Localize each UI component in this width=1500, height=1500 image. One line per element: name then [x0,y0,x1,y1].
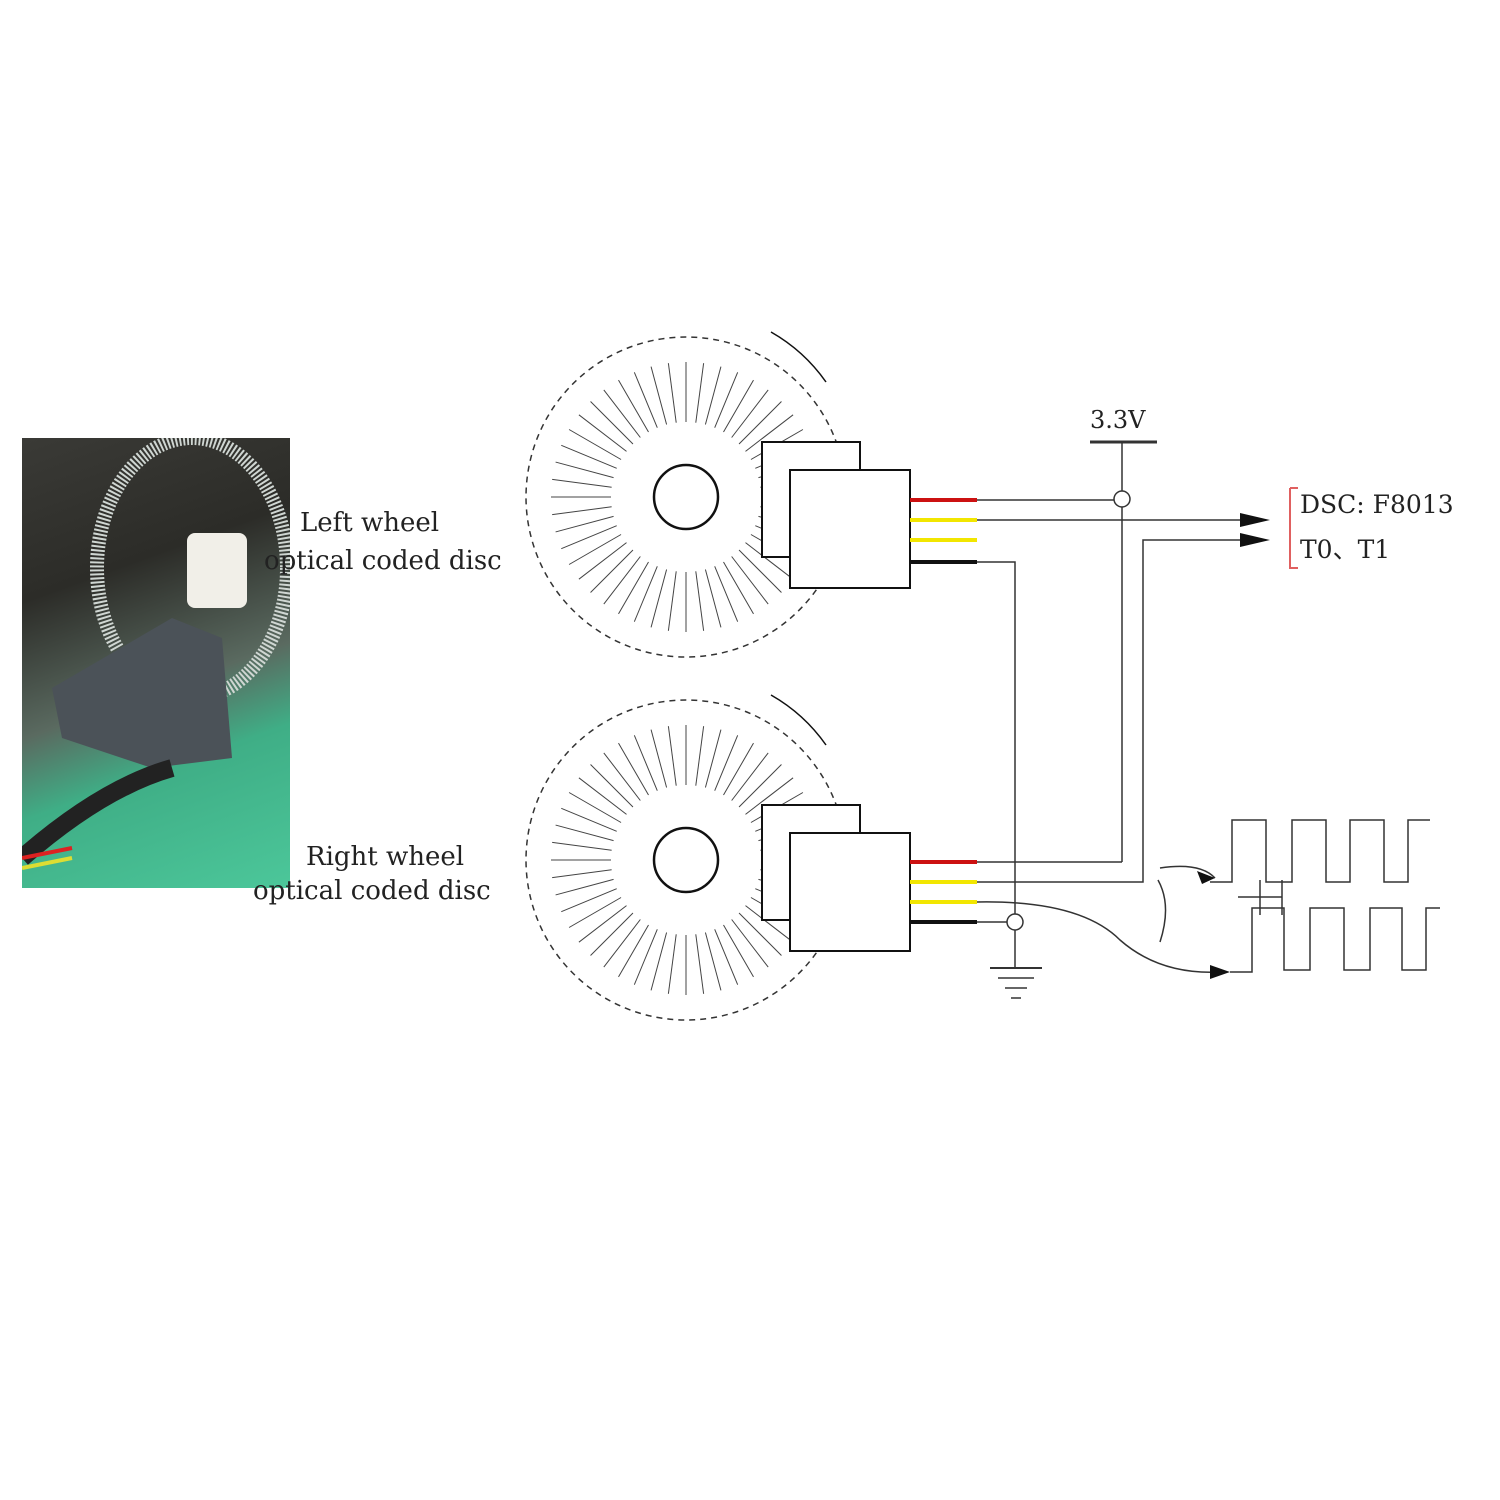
right-disc-slot [714,929,739,985]
controller-label-line2: T0、T1 [1300,535,1391,564]
right-disc-slot [650,932,668,991]
left-disc-slot [704,569,722,628]
left-disc-slot [650,569,668,628]
left-disc-slot [714,566,739,622]
right-disc-slot [578,905,627,943]
right-disc-slot [568,897,622,928]
right-disc-slot [552,841,612,851]
left-disc-slot [578,414,627,452]
right-disc-slot [731,752,769,801]
left-disc-slot [738,401,782,445]
encoder-photo [22,438,290,888]
left-disc-slot [723,379,754,433]
right-rotation-arrow-icon [770,694,827,746]
right-disc-slot [555,878,614,896]
waveform-a [1210,819,1430,883]
right-disc-hub [652,826,720,894]
left-wheel-label-line1: Left wheel [300,508,440,538]
left-disc-slot [633,566,658,622]
left-disc-slot [555,461,614,479]
left-disc-slot [555,515,614,533]
left-disc-slot [603,556,641,605]
right-disc-slot [723,924,754,978]
encoder-photo-sketch [22,438,290,870]
left-disc-slot [745,542,794,580]
left-disc-slot [667,363,677,423]
left-disc-slot [745,414,794,452]
right-disc-slot [695,726,705,786]
left-disc-slot [618,561,649,615]
waveform-b [1230,907,1440,973]
right-disc-slot [618,742,649,796]
left-disc-slot [731,389,769,438]
right-disc-slot [590,764,634,808]
left-disc-slot [561,444,617,469]
right-disc-slot [667,934,677,994]
left-disc-slot [731,556,769,605]
right-disc-slot [633,735,658,791]
right-disc-slot [568,792,622,823]
left-disc-slot [578,542,627,580]
right-sensor [761,804,911,952]
left-disc-slot [695,571,705,631]
left-disc-slot [714,372,739,428]
left-disc-slot [552,478,612,488]
right-disc-slot [745,905,794,943]
right-disc-slot [738,764,782,808]
voltage-label: 3.3V [1090,406,1146,434]
right-disc-slot [667,726,677,786]
right-disc-slot [704,729,722,788]
left-disc-slot [603,389,641,438]
right-disc-slot [578,777,627,815]
controller-label-line1: DSC: F8013 [1300,490,1454,519]
right-disc-slot [561,807,617,832]
right-disc-slot [704,932,722,991]
left-disc-slot [667,571,677,631]
left-disc-slot [568,534,622,565]
left-disc-slot [561,525,617,550]
right-disc-slot [723,742,754,796]
left-disc-slot [723,561,754,615]
right-disc-slot [552,869,612,879]
left-disc-slot [695,363,705,423]
left-sensor [761,441,911,589]
right-disc-slot [745,777,794,815]
right-disc-slot [555,824,614,842]
left-disc-slot [633,372,658,428]
left-disc-slot [704,366,722,425]
left-disc-slot [650,366,668,425]
right-disc-slot [731,919,769,968]
right-disc-slot [650,729,668,788]
right-disc-slot [603,752,641,801]
left-disc-slot [590,401,634,445]
left-disc-slot [590,549,634,593]
right-disc-slot [603,919,641,968]
right-disc-slot [714,735,739,791]
right-disc-slot [633,929,658,985]
right-disc-slot [561,888,617,913]
left-disc-slot [568,429,622,460]
left-disc-hub [652,463,720,531]
right-wheel-label-line1: Right wheel [306,842,465,872]
right-disc-slot [695,934,705,994]
left-wheel-label-line2: optical coded disc [264,546,502,576]
left-rotation-arrow-icon [770,331,827,383]
right-disc-slot [590,912,634,956]
right-wheel-label-line2: optical coded disc [253,876,491,906]
left-disc-slot [552,506,612,516]
right-disc-slot [738,912,782,956]
right-disc-slot [618,924,649,978]
left-disc-slot [738,549,782,593]
left-disc-slot [618,379,649,433]
